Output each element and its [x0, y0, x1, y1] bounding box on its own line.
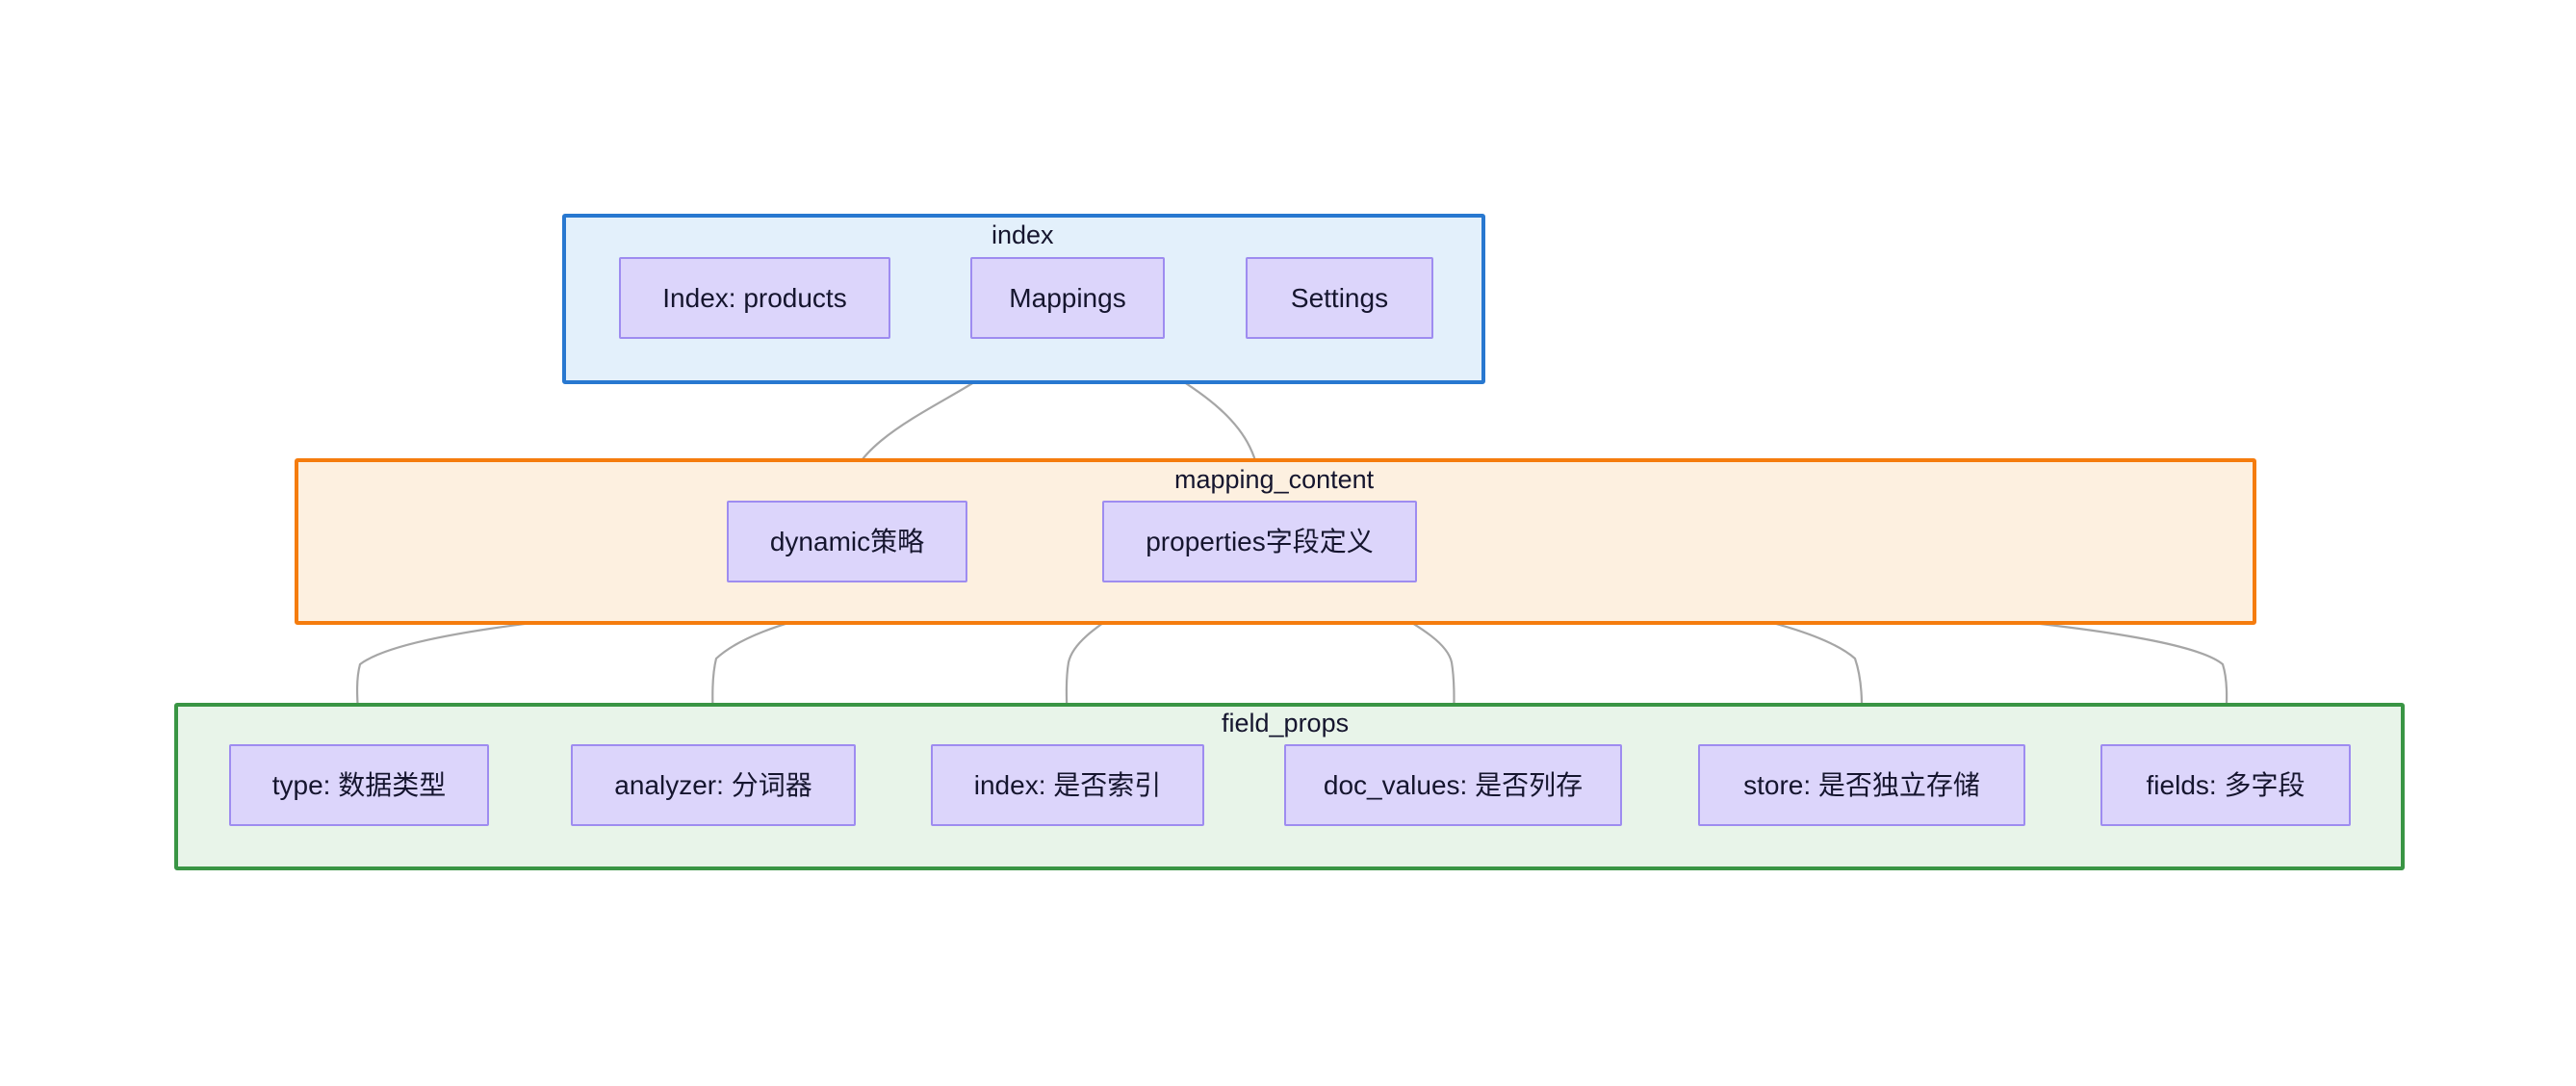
- node-mappings[interactable]: Mappings: [970, 257, 1165, 339]
- node-field-fields[interactable]: fields: 多字段: [2100, 744, 2351, 826]
- node-label: store: 是否独立存储: [1743, 769, 1980, 800]
- node-field-index[interactable]: index: 是否索引: [931, 744, 1204, 826]
- cluster-index-label: index: [992, 220, 1054, 249]
- node-label: properties字段定义: [1146, 526, 1374, 556]
- cluster-mapping-content-label: mapping_content: [1174, 465, 1375, 494]
- node-label: dynamic策略: [769, 526, 925, 556]
- node-label: Mappings: [1009, 282, 1126, 313]
- node-label: doc_values: 是否列存: [1323, 769, 1584, 800]
- node-dynamic-strategy[interactable]: dynamic策略: [727, 501, 967, 582]
- node-properties-field-definition[interactable]: properties字段定义: [1102, 501, 1417, 582]
- node-field-type[interactable]: type: 数据类型: [229, 744, 489, 826]
- node-field-doc-values[interactable]: doc_values: 是否列存: [1284, 744, 1622, 826]
- node-index-products[interactable]: Index: products: [619, 257, 890, 339]
- node-field-analyzer[interactable]: analyzer: 分词器: [571, 744, 856, 826]
- node-field-store[interactable]: store: 是否独立存储: [1698, 744, 2025, 826]
- node-label: Index: products: [662, 282, 847, 313]
- node-label: analyzer: 分词器: [614, 769, 812, 800]
- node-label: index: 是否索引: [973, 769, 1162, 800]
- node-settings[interactable]: Settings: [1246, 257, 1433, 339]
- node-label: Settings: [1290, 282, 1389, 313]
- node-label: fields: 多字段: [2146, 769, 2306, 800]
- cluster-field-props-label: field_props: [1222, 709, 1350, 737]
- node-label: type: 数据类型: [271, 769, 447, 800]
